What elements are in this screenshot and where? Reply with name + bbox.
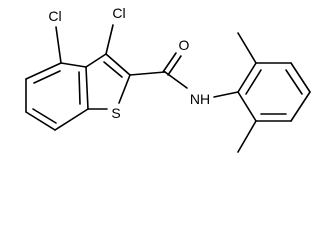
bond-carbonyl-n — [164, 71, 188, 89]
bond-c6-c7-inner — [32, 108, 57, 124]
nh-label: NH — [190, 91, 210, 107]
bond-ar1-ar2-inner — [245, 69, 262, 95]
bond-c3-c2 — [105, 53, 131, 76]
bond-n-aryl — [213, 91, 239, 98]
bond-c3a-c4 — [60, 62, 87, 68]
bond-c2-s — [118, 74, 131, 104]
bond-carbonyl-o-2 — [167, 55, 182, 76]
bond-c3-c2-inner — [103, 61, 123, 78]
bond-methyl-top — [237, 32, 257, 64]
bond-ar3-ar4-inner — [285, 69, 303, 95]
bond-cl-right — [105, 24, 114, 55]
oxygen-label: O — [179, 37, 190, 53]
bond-ar1-ar2 — [237, 62, 257, 93]
chlorine-label-right: Cl — [112, 5, 125, 21]
bond-c7a-c3a-inner — [78, 71, 81, 105]
chlorine-label-left: Cl — [48, 8, 61, 24]
bond-c3a-c3 — [85, 53, 107, 68]
bond-c7a-c3a — [85, 66, 89, 110]
bond-ar3-ar4 — [290, 62, 311, 93]
bond-c2-carbonyl — [129, 71, 166, 76]
bond-methyl-bottom — [237, 120, 257, 153]
sulfur-label: S — [111, 105, 120, 121]
bond-ar4-ar5 — [290, 91, 311, 122]
bond-carbonyl-o-1 — [162, 52, 177, 73]
molecule-structure: Cl Cl O S NH — [25, 5, 311, 153]
bond-cl-left — [55, 26, 62, 64]
bond-c6-c7 — [25, 111, 56, 131]
bond-ar6-ar1 — [237, 91, 257, 122]
bond-c4-c5 — [25, 62, 62, 80]
bond-c7-c7a — [54, 108, 89, 131]
bond-c4-c5-inner — [33, 70, 61, 84]
